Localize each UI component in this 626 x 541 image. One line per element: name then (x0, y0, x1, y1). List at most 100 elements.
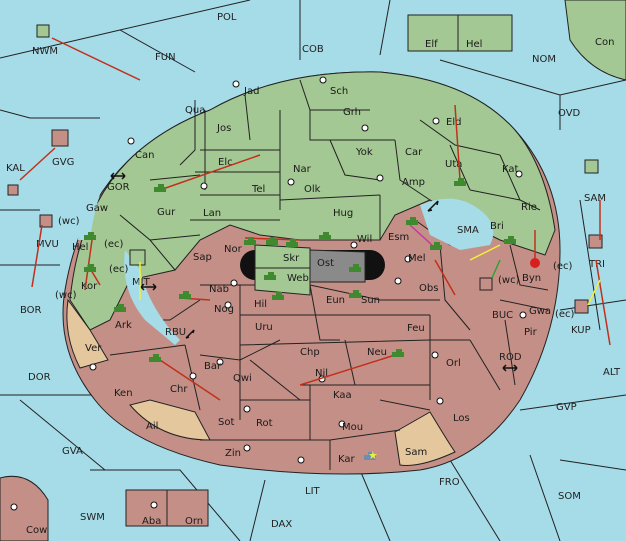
svg-text:Amp: Amp (402, 177, 425, 188)
svg-text:Mou: Mou (342, 422, 363, 433)
svg-text:Ken: Ken (114, 388, 133, 399)
svg-text:Hug: Hug (333, 208, 353, 219)
svg-text:Ost: Ost (317, 258, 334, 269)
svg-text:Ail: Ail (146, 421, 158, 432)
svg-text:Wil: Wil (357, 234, 372, 245)
svg-text:Bri: Bri (490, 221, 504, 232)
svg-text:Sot: Sot (218, 417, 234, 428)
order-arrows (19, 37, 611, 401)
svg-text:Ark: Ark (115, 320, 132, 331)
svg-text:ROD: ROD (499, 352, 522, 363)
svg-text:GOR: GOR (107, 182, 130, 193)
province-labels: POL FUN COB NOM OVD NWM KAL GVG GOR BOR … (6, 12, 621, 530)
svg-text:NWM: NWM (32, 46, 58, 57)
svg-text:Nil: Nil (315, 368, 328, 379)
svg-text:(ec): (ec) (553, 261, 573, 272)
svg-text:MVU: MVU (36, 239, 59, 250)
svg-text:DAX: DAX (271, 519, 292, 530)
svg-text:GVP: GVP (556, 402, 577, 413)
svg-text:Feu: Feu (407, 323, 425, 334)
star-icon: ★ (368, 449, 378, 462)
svg-text:Kor: Kor (81, 281, 98, 292)
svg-text:Elc: Elc (218, 157, 233, 168)
svg-text:Jos: Jos (216, 123, 231, 134)
svg-text:Pir: Pir (524, 327, 538, 338)
svg-text:Kat: Kat (502, 164, 519, 175)
svg-text:Byn: Byn (522, 273, 541, 284)
svg-text:Ver: Ver (85, 343, 102, 354)
svg-text:Web: Web (287, 273, 309, 284)
svg-text:KUP: KUP (571, 325, 591, 336)
svg-text:Neu: Neu (367, 347, 387, 358)
svg-text:(wc): (wc) (498, 275, 520, 286)
svg-text:Sam: Sam (405, 447, 427, 458)
supply-centers (10, 76, 527, 511)
svg-text:Uru: Uru (255, 322, 273, 333)
svg-text:Eld: Eld (446, 117, 461, 128)
dislodge-icon (530, 258, 540, 268)
svg-text:SAM: SAM (584, 193, 606, 204)
svg-text:Orl: Orl (446, 358, 461, 369)
svg-text:Grh: Grh (343, 107, 361, 118)
svg-text:NOM: NOM (532, 54, 556, 65)
svg-text:Bar: Bar (204, 361, 222, 372)
svg-text:Gwa: Gwa (529, 306, 551, 317)
svg-text:Rot: Rot (256, 418, 273, 429)
province-borders (109, 79, 549, 470)
svg-text:Kaa: Kaa (333, 390, 352, 401)
svg-text:(ec): (ec) (109, 264, 129, 275)
svg-text:Zin: Zin (225, 448, 241, 459)
svg-text:(ec): (ec) (555, 309, 575, 320)
svg-text:Uta: Uta (445, 159, 462, 170)
svg-text:(wc): (wc) (55, 290, 77, 301)
tile-ver (66, 298, 109, 369)
svg-text:Rie: Rie (521, 202, 537, 213)
tile-ail (129, 399, 211, 441)
svg-text:Nor: Nor (224, 244, 243, 255)
svg-text:Qwi: Qwi (233, 373, 252, 384)
svg-text:SMA: SMA (457, 225, 479, 236)
svg-text:Lan: Lan (203, 208, 221, 219)
svg-text:LIT: LIT (305, 486, 321, 497)
svg-text:Kar: Kar (338, 454, 356, 465)
svg-text:Sch: Sch (330, 86, 348, 97)
svg-text:Orn: Orn (185, 516, 203, 527)
svg-text:SWM: SWM (80, 512, 105, 523)
svg-text:BUC: BUC (492, 310, 513, 321)
svg-text:Nar: Nar (293, 164, 312, 175)
svg-text:Jad: Jad (243, 86, 259, 97)
svg-text:Los: Los (453, 413, 470, 424)
svg-text:Cow: Cow (26, 525, 47, 536)
svg-text:Mel: Mel (408, 253, 426, 264)
svg-text:Qua: Qua (185, 105, 205, 116)
green-region (69, 71, 556, 331)
svg-text:Eun: Eun (326, 295, 345, 306)
svg-text:Olk: Olk (304, 184, 321, 195)
svg-text:Sun: Sun (361, 295, 380, 306)
svg-text:KAL: KAL (6, 163, 25, 174)
svg-text:Gur: Gur (157, 207, 176, 218)
svg-text:Chr: Chr (170, 384, 188, 395)
svg-text:Aba: Aba (142, 516, 161, 527)
svg-text:OVD: OVD (558, 108, 581, 119)
tile-sam (394, 411, 456, 466)
svg-text:Hil: Hil (254, 299, 267, 310)
svg-text:GVA: GVA (62, 446, 83, 457)
svg-text:MIT: MIT (132, 277, 151, 288)
svg-text:Nog: Nog (214, 304, 234, 315)
svg-text:DOR: DOR (28, 372, 51, 383)
units (84, 178, 516, 460)
svg-text:FUN: FUN (155, 52, 176, 63)
svg-text:Chp: Chp (300, 347, 320, 358)
svg-text:SOM: SOM (558, 491, 581, 502)
island-elf-hel (407, 14, 513, 52)
svg-text:Nab: Nab (209, 284, 229, 295)
svg-text:Esm: Esm (388, 232, 409, 243)
svg-text:(wc): (wc) (58, 216, 80, 227)
svg-text:FRO: FRO (439, 477, 460, 488)
svg-text:Tel: Tel (251, 184, 265, 195)
svg-text:Sap: Sap (193, 252, 212, 263)
canal-markers (110, 172, 518, 372)
